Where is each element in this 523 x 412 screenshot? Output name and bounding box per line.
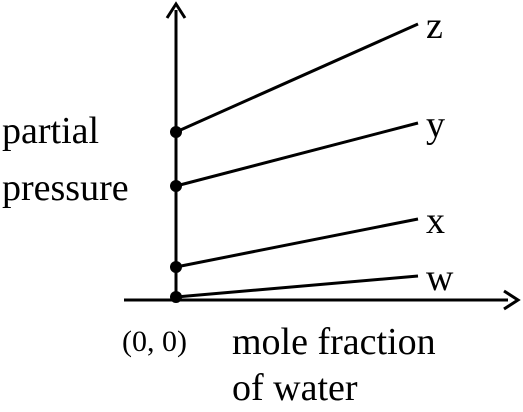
series-label-x: x xyxy=(426,200,445,242)
y-axis-label-line2: pressure xyxy=(2,167,129,209)
series-line-w xyxy=(175,274,419,299)
series-lines xyxy=(175,22,419,299)
intercept-point-z xyxy=(170,126,182,138)
series-labels: wx y z xyxy=(426,5,454,299)
series-label-w: w xyxy=(426,257,454,299)
y-axis-label-line1: partial xyxy=(2,110,99,152)
series-label-y: y xyxy=(426,104,445,146)
intercept-point-y xyxy=(170,180,182,192)
x-axis-label-line1: mole fraction xyxy=(232,321,436,363)
series-line-y xyxy=(175,121,419,188)
series-line-z xyxy=(175,22,419,134)
axes xyxy=(124,1,521,311)
y-axis-arrowhead xyxy=(165,1,187,19)
series-label-z: z xyxy=(426,5,443,47)
x-axis-arrowhead xyxy=(503,289,521,311)
x-axis-label-line2: of water xyxy=(232,367,358,409)
series-line-x xyxy=(175,217,419,269)
intercept-point-w xyxy=(170,291,182,303)
origin-label: (0, 0) xyxy=(122,325,187,358)
intercept-points xyxy=(170,126,182,303)
intercept-point-x xyxy=(170,261,182,273)
